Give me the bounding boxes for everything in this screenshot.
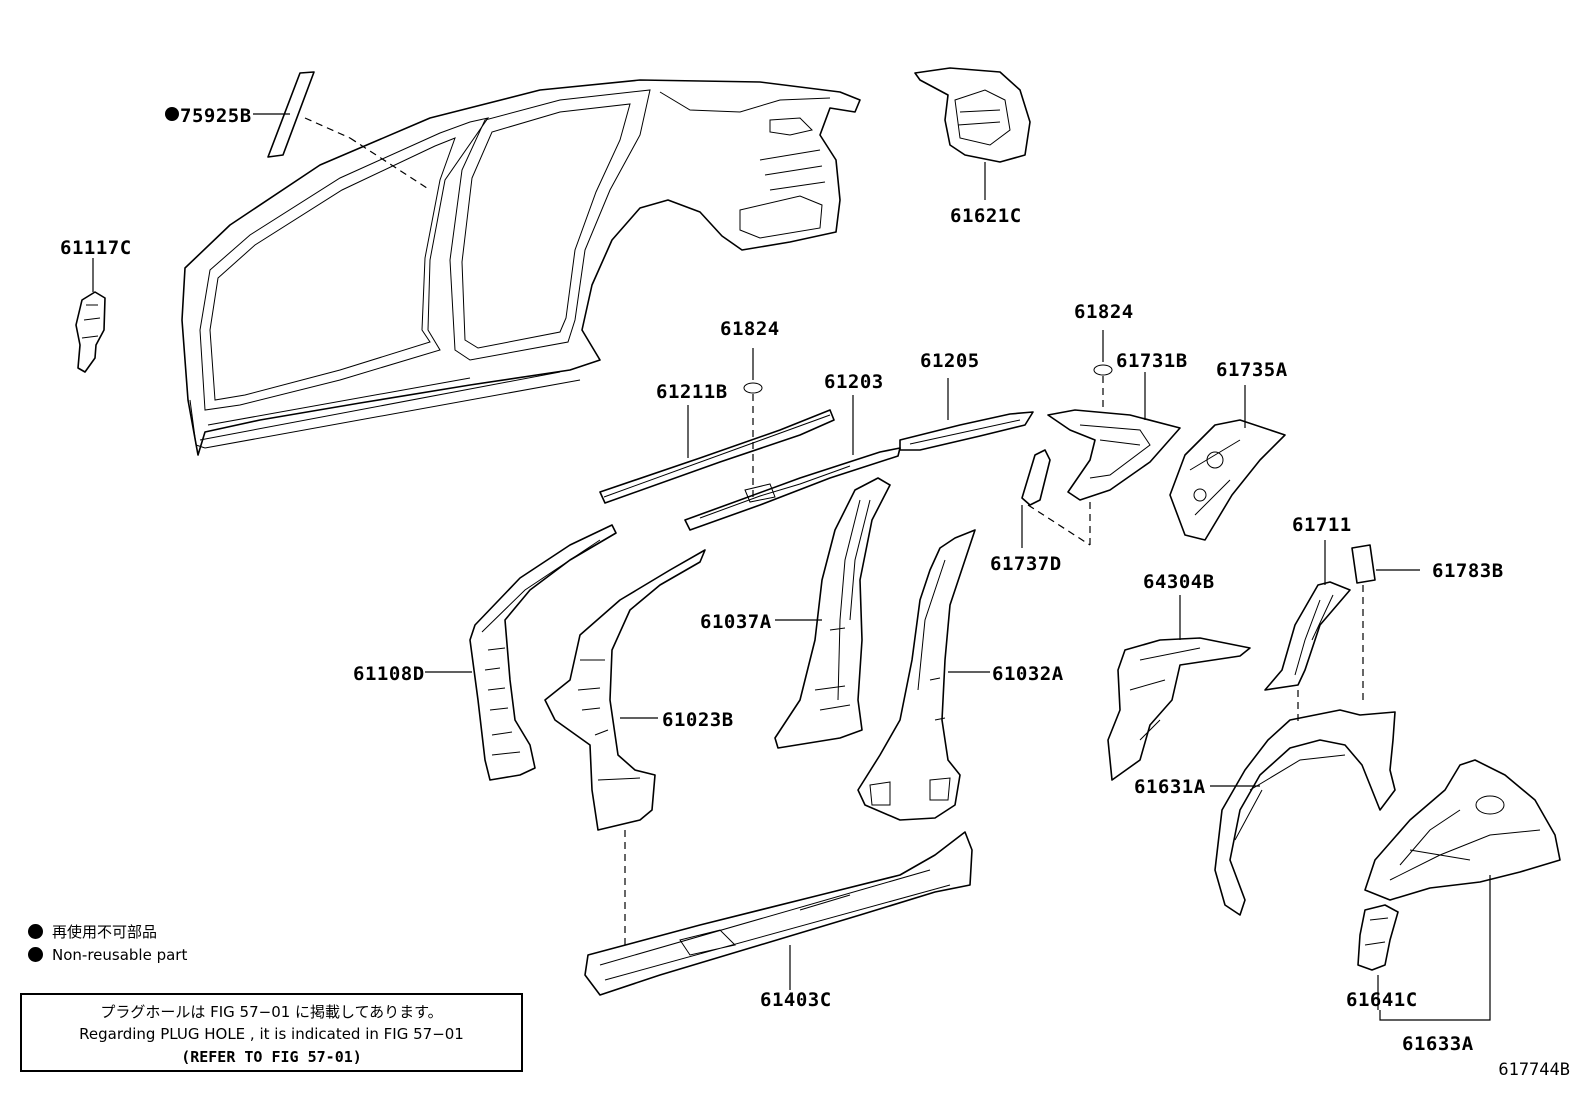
side-outer-panel <box>181 79 861 456</box>
label-61032A: 61032A <box>992 663 1064 685</box>
label-61023B: 61023B <box>662 709 734 731</box>
legend-jp-text: 再使用不可部品 <box>52 923 158 941</box>
label-61205: 61205 <box>920 350 980 372</box>
part-61735A <box>1169 385 1286 541</box>
legend-en-text: Non-reusable part <box>52 946 188 964</box>
note-en: Regarding PLUG HOLE , it is indicated in… <box>79 1025 464 1043</box>
part-61783B <box>1351 544 1420 705</box>
part-61037A <box>774 477 891 749</box>
part-61211B <box>599 405 835 504</box>
label-61211B: 61211B <box>656 381 728 403</box>
part-61032A <box>857 529 990 821</box>
non-reusable-dot-icon <box>28 924 43 939</box>
part-61205 <box>899 378 1034 451</box>
note-ref: (REFER TO FIG 57-01) <box>181 1048 362 1066</box>
label-61621C: 61621C <box>950 205 1022 227</box>
part-61731B <box>1047 372 1181 501</box>
part-61711 <box>1264 540 1351 725</box>
part-61621C <box>914 67 1031 200</box>
label-64304B: 64304B <box>1143 571 1215 593</box>
part-61633A <box>1364 759 1561 1021</box>
label-61631A: 61631A <box>1134 776 1206 798</box>
legend-jp: 再使用不可部品 <box>28 921 157 942</box>
figure-id: 617744B <box>1498 1060 1570 1080</box>
non-reusable-dot-icon <box>28 947 43 962</box>
part-61403C <box>584 831 973 996</box>
label-61403C: 61403C <box>760 989 832 1011</box>
label-61117C: 61117C <box>60 237 132 259</box>
label-61641C: 61641C <box>1346 989 1418 1011</box>
note-jp: プラグホールは FIG 57−01 に掲載してあります。 <box>100 1003 443 1021</box>
part-61203 <box>684 395 901 531</box>
part-61824-right <box>1093 330 1113 410</box>
label-61737D: 61737D <box>990 553 1062 575</box>
part-75925B <box>165 71 431 191</box>
label-61735A: 61735A <box>1216 359 1288 381</box>
part-61108D <box>425 524 617 781</box>
label-61633A: 61633A <box>1402 1033 1474 1055</box>
label-61783B: 61783B <box>1432 560 1504 582</box>
label-61037A: 61037A <box>700 611 772 633</box>
label-61203: 61203 <box>824 371 884 393</box>
part-61631A <box>1210 709 1396 916</box>
part-61023B <box>544 549 706 945</box>
label-61824-right: 61824 <box>1074 301 1134 323</box>
label-61711: 61711 <box>1292 514 1352 536</box>
part-64304B <box>1107 595 1251 781</box>
legend-en: Non-reusable part <box>28 946 187 964</box>
label-75925B: 75925B <box>180 105 252 127</box>
part-61641C <box>1357 904 1399 1010</box>
plug-hole-note: プラグホールは FIG 57−01 に掲載してあります。 Regarding P… <box>20 993 523 1072</box>
label-61731B: 61731B <box>1116 350 1188 372</box>
label-61108D: 61108D <box>353 663 425 685</box>
non-reusable-marker <box>165 107 179 121</box>
part-61737D <box>1021 449 1091 548</box>
part-61117C <box>75 258 106 373</box>
label-61824-left: 61824 <box>720 318 780 340</box>
part-61824-left <box>743 348 763 502</box>
